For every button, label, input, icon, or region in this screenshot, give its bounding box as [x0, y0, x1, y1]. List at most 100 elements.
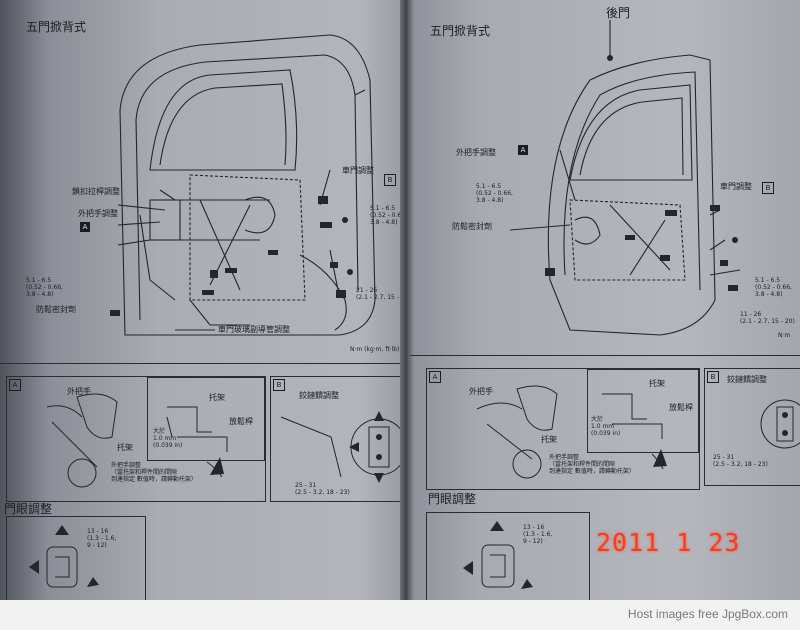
callout-tag-b: B: [384, 174, 396, 186]
detail-a-gap-mm: 1.0 mm: [153, 434, 177, 442]
rear-detail-a-tag: A: [429, 371, 441, 383]
torque-2-line-3: 3.8 - 4.8): [370, 218, 398, 226]
detail-a-gap-label: 大於: [153, 428, 166, 435]
rear-striker-box: 13 - 16 (1.3 - 1.6, 9 - 12): [426, 512, 590, 600]
rear-detail-b-hinge: 鉸鏈饋調整: [727, 375, 767, 384]
rear-torque-callout-1: 5.1 - 6.5 (0.52 - 0.66, 3.8 - 4.8): [476, 183, 513, 205]
torque-2-value: 5.1 - 6.5: [370, 205, 396, 212]
rear-callout-sealant: 防鬆密封劑: [452, 222, 492, 231]
rear-striker-torque-line-3: 9 - 12): [523, 537, 543, 545]
callout-handle-rod: 鎖扣拉桿調整: [72, 187, 120, 196]
rear-torque-callout-2: 5.1 - 6.5 (0.52 - 0.66, 3.8 - 4.8): [755, 277, 792, 299]
rear-torque-2-line-2: (0.52 - 0.66,: [755, 283, 792, 291]
rear-callout-tag-b: B: [762, 182, 774, 194]
callout-door-adjust: 車門調整: [342, 166, 374, 175]
callout-tag-a: A: [80, 222, 90, 232]
detail-b-torque-line-2: (2.5 - 3.2, 18 - 23): [295, 488, 350, 496]
rear-detail-a-bracket: 托架: [649, 379, 665, 388]
detail-a-note-3: 到達指定 數值時，請轉動托架）: [111, 475, 197, 483]
front-door-diagram: [110, 34, 376, 336]
torque-3-value: 21 - 26: [356, 287, 378, 294]
rear-detail-a-bracket-2: 托架: [541, 435, 557, 444]
left-page: 五門掀背式: [0, 0, 411, 600]
rear-torque-1-line-2: (0.52 - 0.66,: [476, 189, 513, 197]
rear-torque-2-line-3: 3.8 - 4.8): [755, 290, 783, 298]
detail-a-drawing: [46, 393, 228, 488]
footer-bar: Host images free JpgBox.com: [0, 600, 800, 630]
rear-detail-b-tag: B: [707, 371, 719, 383]
striker-torque-value: 13 - 16: [87, 528, 109, 535]
rear-detail-b-drawing: [760, 399, 800, 449]
callout-outer-handle: 外把手調整: [78, 209, 118, 218]
rear-detail-a-gap-mm: 1.0 mm: [591, 422, 615, 430]
detail-a-outer-handle: 外把手: [67, 387, 91, 396]
rear-detail-a-outer-handle: 外把手: [469, 387, 493, 396]
rear-detail-a-note-1: 外把手調整: [549, 454, 580, 461]
torque-1-value: 5.1 - 6.5: [26, 277, 52, 284]
striker-box: 13 - 16 (1.3 - 1.6, 9 - 12): [6, 516, 146, 600]
footer-host-text[interactable]: Host images free JpgBox.com: [627, 607, 788, 621]
rear-detail-b-torque: 25 - 31 (2.5 - 3.2, 18 - 23): [713, 454, 768, 469]
unit-note: N·m (kg·m, ft·lb): [350, 346, 400, 353]
rear-detail-b-box: B 鉸鏈饋調整 25 - 31 (2.5 - 3.2, 18 - 23): [704, 368, 800, 486]
date-stamp: 2011 1 23: [596, 528, 741, 557]
detail-a-note: 外把手調整 （當托架和桿件間的間隙 到達指定 數值時，請轉動托架）: [111, 462, 197, 484]
rear-detail-a-lock-lever: 放鬆桿: [669, 403, 693, 412]
striker-drawing: [29, 525, 99, 588]
rear-detail-a-note-3: 到達指定 數值時，請轉動托架）: [549, 467, 635, 475]
rear-detail-a-gap-label: 大於: [591, 416, 604, 423]
right-page-title: 五門掀背式: [430, 24, 491, 38]
rear-callout-tag-a: A: [518, 145, 528, 155]
left-page-title: 五門掀背式: [26, 20, 87, 34]
detail-a-note-2: （當托架和桿件間的間隙: [111, 468, 178, 476]
rear-torque-1-value: 5.1 - 6.5: [476, 183, 502, 190]
striker-torque: 13 - 16 (1.3 - 1.6, 9 - 12): [87, 528, 117, 550]
detail-a-lock-lever: 放鬆桿: [229, 417, 253, 426]
rear-detail-a-gap: 大於 1.0 mm (0.039 in): [591, 416, 621, 438]
detail-b-hinge: 鉸鏈饋調整: [299, 391, 339, 400]
rear-torque-3-line-2: (2.1 - 2.7, 15 - 20): [740, 317, 795, 325]
rear-callout-door-adjust: 車門調整: [720, 182, 752, 191]
torque-callout-1: 5.1 - 6.5 (0.52 - 0.66, 3.8 - 4.8): [26, 277, 63, 299]
detail-b-torque: 25 - 31 (2.5 - 3.2, 18 - 23): [295, 482, 350, 497]
torque-callout-2: 5.1 - 6.5 (0.52 - 0.66, 3.8 - 4.8): [370, 205, 407, 227]
rear-striker-torque-value: 13 - 16: [523, 524, 545, 531]
callout-sealant: 防鬆密封劑: [36, 305, 76, 314]
rear-detail-a-inset: [587, 369, 699, 453]
striker-torque-line-3: 9 - 12): [87, 541, 107, 549]
torque-3-line-2: (2.1 - 2.7, 15 - 20): [356, 293, 411, 301]
right-page: 後門 五門掀背式: [410, 0, 800, 600]
rear-striker-drawing: [463, 521, 533, 589]
right-page-subtitle: 後門: [606, 6, 631, 20]
rear-detail-a-gap-in: (0.039 in): [591, 429, 621, 437]
rear-torque-callout-3: 11 - 26 (2.1 - 2.7, 15 - 20): [740, 311, 795, 326]
torque-1-line-3: 3.8 - 4.8): [26, 290, 54, 298]
detail-a-inset: [147, 377, 265, 461]
rear-door-diagram: [509, 20, 741, 336]
detail-a-note-1: 外把手調整: [111, 462, 142, 469]
rear-striker-torque: 13 - 16 (1.3 - 1.6, 9 - 12): [523, 524, 552, 546]
rear-detail-b-torque-line-2: (2.5 - 3.2, 18 - 23): [713, 460, 768, 468]
detail-a-gap-in: (0.039 in): [153, 441, 183, 449]
detail-a-bracket-2: 托架: [117, 443, 133, 452]
rear-detail-a-note: 外把手調整 （當托架和桿件間的間隙 到達指定 數值時，請轉動托架）: [549, 454, 635, 476]
torque-1-line-2: (0.52 - 0.66,: [26, 283, 63, 291]
rear-torque-1-line-3: 3.8 - 4.8): [476, 196, 504, 204]
rear-detail-a-box: A 外把手 托架 放鬆桿 大於 1.0 mm (0.039 in) 托: [426, 368, 700, 490]
rear-detail-b-torque-value: 25 - 31: [713, 454, 735, 461]
right-section2-title: 門眼調整: [428, 492, 477, 506]
rear-detail-a-drawing: [476, 385, 667, 479]
detail-b-torque-value: 25 - 31: [295, 482, 317, 489]
section-divider: [0, 363, 405, 364]
torque-2-line-2: (0.52 - 0.66,: [370, 211, 407, 219]
detail-a-gap: 大於 1.0 mm (0.039 in): [153, 428, 183, 450]
striker-torque-line-2: (1.3 - 1.6,: [87, 534, 117, 542]
rear-section-divider: [410, 355, 800, 356]
detail-a-tag: A: [9, 379, 21, 391]
manual-photo: 五門掀背式: [0, 0, 800, 600]
detail-a-bracket: 托架: [209, 393, 225, 402]
detail-b-box: B 鉸鏈饋調整 25 - 31 (2.5 - 3.2, 18 -: [270, 376, 408, 502]
callout-glass-adjust: 車門玻璃副導管調整: [218, 325, 290, 334]
detail-a-box: A 外把手 托架 放鬆桿 大於 1.0 mm (0.039 in): [6, 376, 266, 502]
left-section2-title: 門眼調整: [4, 502, 53, 516]
